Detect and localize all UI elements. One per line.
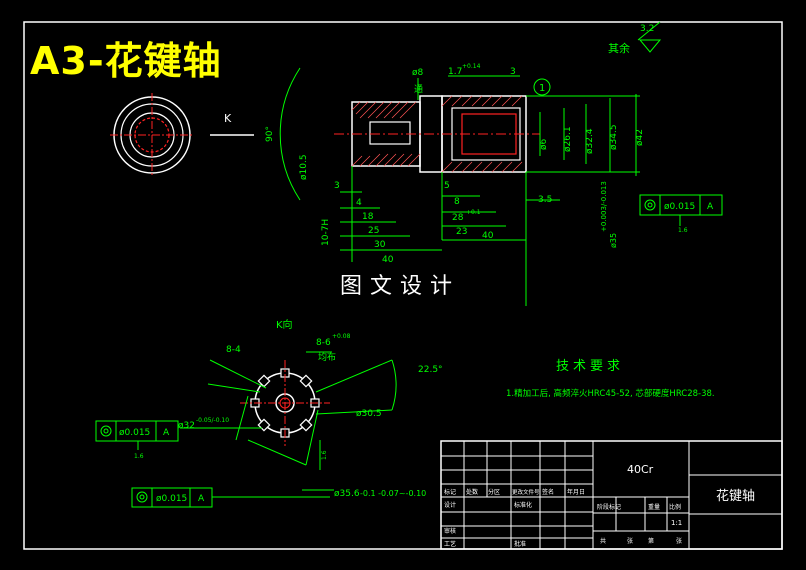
part-balloon: 1	[539, 83, 545, 94]
title-block	[440, 440, 783, 550]
tolerance-frame-2: ø0.015 A 1.6	[95, 420, 179, 460]
drawing-title: A3-花键轴	[30, 39, 222, 83]
dim-40-b: 40	[482, 231, 494, 241]
dim-3-top: 3	[510, 67, 516, 77]
dim-d35-6: ø35.6	[334, 489, 360, 499]
tb-row-label-3: 更改文件号	[512, 488, 540, 496]
tol-8-6: +0.08	[332, 333, 351, 340]
tol-d32: -0.05/-0.10	[196, 417, 229, 424]
roughness-label: 其余	[608, 41, 630, 55]
dim-4: 4	[356, 198, 362, 208]
main-section-view: 90° ø10.5 ø8 通 1.7 +0.14 3 1 ø6 ø2	[265, 63, 645, 306]
tol-datum-3: A	[198, 494, 205, 504]
dim-thread: 10-7H	[321, 219, 331, 246]
tb-approve: 批准	[514, 540, 526, 548]
tb-weight: 重量	[648, 503, 660, 511]
dim-25: 25	[368, 226, 379, 236]
dim-d35: ø35	[609, 233, 618, 248]
dim-23: 23	[456, 227, 467, 237]
dim-3-5: 3.5	[538, 195, 552, 205]
tb-total: 共	[600, 537, 606, 545]
dim-d8: ø8	[412, 68, 424, 78]
tech-heading: 技术要求	[556, 359, 624, 374]
sheet-border	[23, 21, 783, 550]
tb-standard: 标准化	[514, 501, 532, 509]
tolerance-frame-1: ø0.015 A 1.6	[639, 194, 723, 234]
dim-d34-5: ø34.5	[609, 124, 619, 150]
dim-30: 30	[374, 240, 386, 250]
k-view: K向	[178, 318, 443, 499]
dim-18: 18	[362, 212, 374, 222]
technical-requirements: 技术要求 1.精加工后, 高频淬火HRC45-52, 芯部硬度HRC28-38.	[506, 359, 715, 399]
tb-sheet-1: 张	[627, 537, 633, 545]
tol-value-2: ø0.015	[119, 428, 150, 438]
tb-row-label-1: 处数	[466, 488, 478, 496]
tb-row-label-5: 年月日	[567, 488, 585, 496]
tol-value-1: ø0.015	[664, 202, 695, 212]
roughness-note: 3.2 其余	[608, 21, 662, 55]
dim-8-6: 8-6	[316, 338, 331, 348]
tb-scale-label: 比例	[669, 503, 681, 511]
tol-datum-1: A	[707, 202, 714, 212]
dim-d32: ø32	[178, 421, 195, 431]
dim-22-5: 22.5°	[418, 365, 443, 375]
dim-even: 均布	[318, 351, 336, 363]
dim-28: 28	[452, 213, 464, 223]
dim-d30-5: ø30.5	[356, 409, 382, 419]
dim-d10-5: ø10.5	[299, 154, 309, 180]
tech-line-1: 1.精加工后, 高频淬火HRC45-52, 芯部硬度HRC28-38.	[506, 388, 715, 399]
tb-review: 审核	[444, 527, 456, 535]
tol-1-7: +0.14	[462, 63, 481, 70]
title-block-text: 40Cr 花键轴 1:1 标记 处数 分区 更改文件号 签名 年月日 设计 标准…	[444, 463, 755, 548]
tol-datum-2: A	[163, 428, 170, 438]
part-name: 花键轴	[716, 488, 755, 504]
tb-craft: 工艺	[444, 540, 456, 548]
scale: 1:1	[671, 519, 682, 527]
dim-1-7: 1.7	[448, 67, 462, 77]
dim-8-b: 8	[454, 197, 460, 207]
watermark: 图文设计	[340, 274, 461, 299]
tb-sheet-2: 张	[676, 537, 682, 545]
tol-28: +0.1	[466, 209, 481, 216]
dim-angle-90: 90°	[265, 126, 275, 142]
dim-d42: ø42	[635, 129, 645, 146]
view-direction-label: K	[224, 112, 232, 125]
tb-row-label-4: 签名	[542, 488, 554, 496]
datum-mark-2: 1.6	[321, 450, 328, 460]
dim-d32-4: ø32.4	[585, 128, 595, 154]
dim-3-left: 3	[334, 181, 340, 191]
datum-mark-1: 1.6	[678, 227, 688, 234]
dim-through: 通	[414, 84, 423, 95]
dim-d26-1: ø26.1	[563, 126, 573, 152]
tb-design: 设计	[444, 501, 456, 509]
dim-d6: ø6	[539, 138, 549, 150]
dim-5: 5	[444, 181, 450, 191]
tol-d35-6: -0.1 -0.07~-0.10	[360, 489, 426, 498]
tb-row-label-2: 分区	[488, 488, 500, 496]
datum-mark-3: 1.6	[134, 453, 144, 460]
tolerance-frame-3: ø0.015 A	[131, 487, 330, 508]
tb-no: 第	[648, 537, 654, 545]
dim-40-a: 40	[382, 255, 394, 265]
tol-d35: +0.003/-0.013	[600, 181, 608, 232]
tb-stage: 阶段标记	[597, 503, 621, 511]
roughness-value: 3.2	[640, 24, 654, 34]
k-view-title: K向	[276, 318, 293, 331]
end-view: K	[110, 93, 254, 177]
tb-row-label-0: 标记	[444, 488, 456, 496]
tol-value-3: ø0.015	[156, 494, 187, 504]
material: 40Cr	[627, 463, 654, 476]
dim-8-4: 8-4	[226, 345, 241, 355]
